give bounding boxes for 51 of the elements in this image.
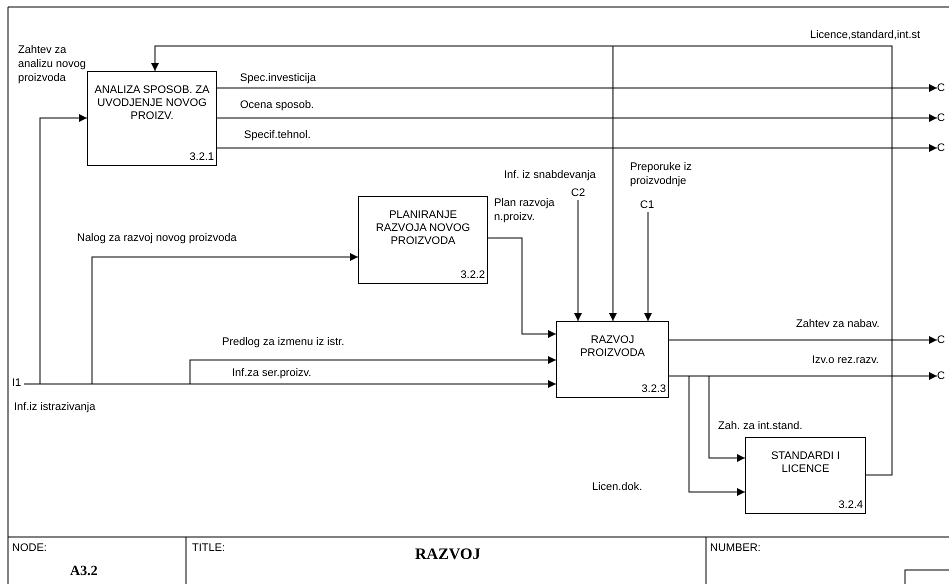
arrow — [668, 336, 938, 344]
boundary-code: C — [937, 112, 945, 125]
node-id: A3.2 — [70, 563, 98, 581]
activity-name: STANDARDI I LICENCE — [770, 450, 841, 476]
arrow — [574, 200, 582, 322]
arrow-label: Izv.o rez.razv. — [812, 353, 879, 367]
arrow-label: Zahtev za analizu novog proizvoda — [18, 43, 87, 85]
arrow — [644, 212, 652, 322]
arrow-label: Zahtev za nabav. — [796, 317, 880, 331]
activity-box — [358, 196, 488, 284]
arrow-label: Plan razvoja n.proizv. — [494, 196, 556, 224]
boundary-code: C — [937, 82, 945, 95]
arrow — [216, 84, 938, 92]
activity-number: 3.2.1 — [190, 151, 214, 163]
boundary-code: I1 — [12, 377, 22, 390]
arrow-label: Inf.za ser.proizv. — [232, 366, 312, 380]
arrow-label: Licence,standard,int.st — [810, 28, 920, 42]
activity-name: PLANIRANJE RAZVOJA NOVOG PROIZVODA — [374, 209, 472, 248]
arrow-label: Predlog za izmenu iz istr. — [222, 335, 344, 349]
activity-number: 3.2.4 — [838, 499, 863, 511]
activity-number: 3.2.3 — [642, 383, 666, 395]
arrow-label: Spec.investicija — [240, 71, 316, 85]
field-label: NODE: — [12, 542, 47, 555]
arrow-label: Nalog za razvoj novog proizvoda — [77, 231, 237, 245]
arrow-label: Ocena sposob. — [240, 98, 314, 112]
arrow — [216, 144, 938, 152]
boundary-code: C2 — [571, 187, 586, 200]
arrow-label: Specif.tehnol. — [244, 128, 311, 142]
field-label: NUMBER: — [710, 542, 761, 555]
activity-name: ANALIZA SPOSOB. ZA UVODJENJE NOVOG PROIZV. — [94, 84, 210, 123]
arrow — [488, 238, 556, 338]
diagram-title: RAZVOJ — [415, 546, 480, 564]
boundary-code: C — [937, 334, 945, 347]
arrow-label: Preporuke iz proizvodnje — [630, 160, 693, 188]
arrow — [608, 46, 892, 476]
arrow-label: Inf.iz istrazivanja — [14, 400, 96, 414]
arrow-label: Inf. iz snabdevanja — [504, 168, 597, 182]
boundary-code: C — [937, 370, 945, 383]
arrow-label: Licen.dok. — [592, 480, 642, 494]
arrow-label: Zah. za int.stand. — [718, 419, 802, 433]
activity-number: 3.2.2 — [460, 269, 485, 281]
arrow — [216, 114, 938, 122]
boundary-code: C — [937, 142, 945, 155]
activity-name: RAZVOJ PROIZVODA — [579, 334, 646, 360]
activity-box — [745, 437, 866, 514]
arrow — [24, 380, 556, 388]
activity-box — [87, 71, 217, 166]
activity-box — [556, 321, 669, 398]
arrow — [668, 376, 746, 496]
field-label: TITLE: — [192, 542, 226, 555]
boundary-code: C1 — [640, 199, 654, 212]
